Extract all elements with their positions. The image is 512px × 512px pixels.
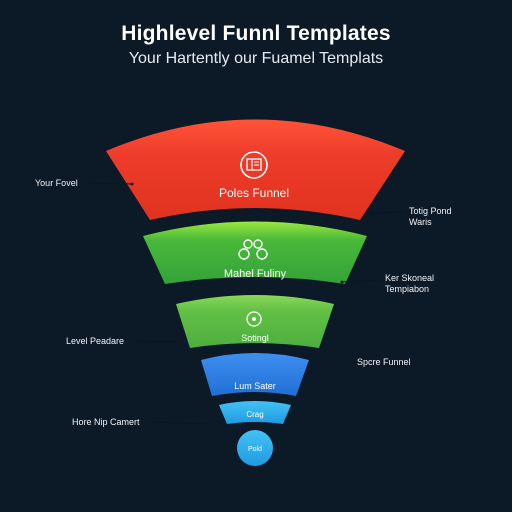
annotation-right-3: Spcre Funnel	[357, 357, 411, 368]
funnel-layer-2: Mahel Fuliny	[143, 221, 367, 284]
people-icon	[238, 239, 268, 260]
annotation-right-2-line2: Tempiabon	[385, 284, 430, 294]
layer-3-label: Sotingl	[241, 333, 269, 343]
annotation-left-1: Your Fovel	[35, 178, 78, 188]
layer-2-label: Mahel Fuliny	[224, 268, 287, 280]
funnel-layer-4: Lum Sater	[201, 353, 309, 396]
annotation-right-2-line1: Ker Skoneal	[385, 273, 435, 283]
annotation-right-1-line1: Totig Pond	[409, 206, 452, 216]
layer-1-label: Poles Funnel	[219, 186, 289, 200]
layer-4-label: Lum Sater	[234, 381, 276, 391]
settings-icon	[246, 311, 262, 327]
connector-lines	[84, 182, 406, 425]
annotation-right-1: Totig Pond Waris	[409, 206, 452, 228]
layer-6-label: Pold	[248, 446, 262, 453]
template-icon	[240, 151, 268, 179]
page-subtitle: Your Hartently our Fuamel Templats	[128, 50, 384, 67]
annotation-right-1-line2: Waris	[409, 217, 432, 227]
annotation-right-3-line1: Spcre Funnel	[357, 357, 411, 367]
page-title: Highlevel Funnl Templates	[121, 22, 391, 45]
funnel-layer-5: Crag	[219, 401, 291, 424]
funnel-layer-3: Sotingl	[176, 295, 334, 348]
annotation-left-2: Level Peadare	[66, 336, 125, 346]
funnel-layer-1: Poles Funnel	[106, 119, 405, 220]
annotation-left-3: Hore Nip Camert	[72, 417, 140, 427]
layer-5-label: Crag	[246, 410, 263, 419]
funnel-layer-6: Pold	[237, 430, 273, 466]
annotation-right-2: Ker Skoneal Tempiabon	[385, 273, 434, 295]
